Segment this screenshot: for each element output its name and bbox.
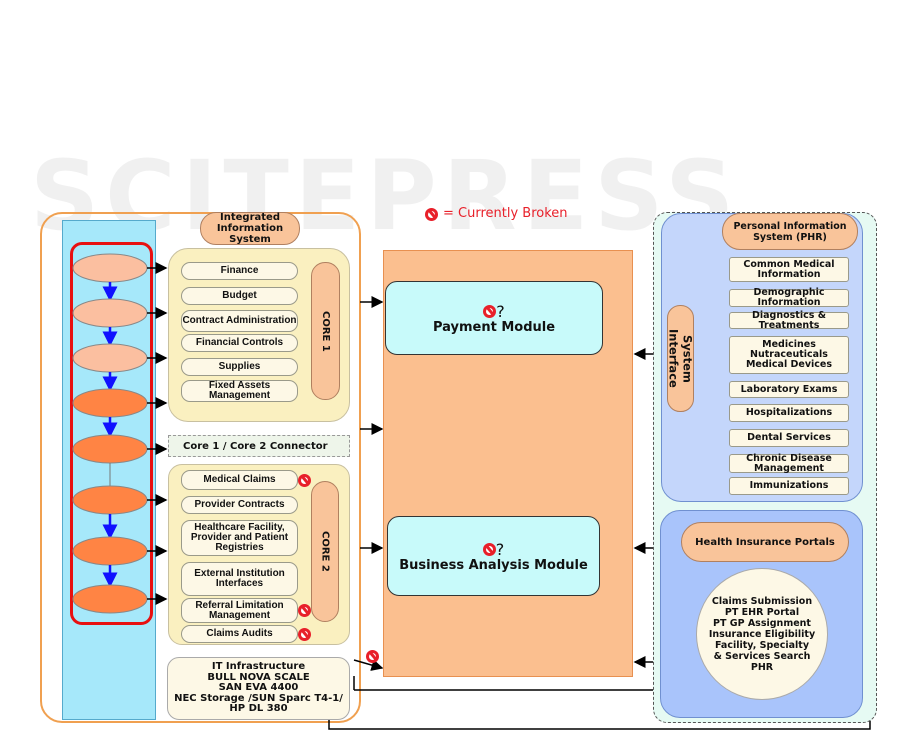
- payment-status: ?: [483, 301, 505, 321]
- core2-item-label: Medical Claims: [203, 474, 276, 485]
- phr-title: Personal Information System (PHR): [722, 213, 858, 250]
- core1-item-label: Supplies: [218, 361, 261, 372]
- phr-item-label: Dental Services: [747, 432, 831, 443]
- no-entry-icon: [298, 473, 311, 487]
- arrow-infra-to-central: [353, 659, 384, 671]
- phr-item-label: Common Medical Information: [743, 258, 835, 280]
- core2-label: CORE 2: [319, 531, 331, 572]
- core1-item-label: Finance: [220, 265, 259, 276]
- portal-service: & Services Search: [713, 650, 811, 662]
- phr-item-label: Medicines Nutraceuticals Medical Devices: [745, 339, 833, 370]
- phr-item: Diagnostics & Treatments: [729, 309, 849, 331]
- core1-item-label: Fixed Assets Management: [208, 380, 271, 401]
- legend-label: = Currently Broken: [443, 206, 568, 221]
- no-entry-icon: [298, 627, 311, 641]
- portal-service: PHR: [750, 661, 774, 673]
- process-step: [72, 343, 148, 373]
- portal-service: Insurance Eligibility: [708, 628, 816, 640]
- integrated-system-container: [40, 212, 361, 723]
- core2-item: External Institution Interfaces: [181, 562, 298, 596]
- core-connector: Core 1 / Core 2 Connector: [168, 435, 350, 457]
- process-step: [72, 388, 148, 418]
- core1-item: Finance: [181, 262, 298, 280]
- no-entry-icon: [298, 604, 311, 617]
- core1-label: CORE 1: [320, 310, 331, 352]
- process-step: [72, 536, 148, 566]
- integrated-system-title: Integrated Information System: [200, 212, 300, 245]
- process-step: [72, 485, 148, 515]
- core2-item-label: Provider Contracts: [194, 499, 285, 510]
- core2-item-label: External Institution Interfaces: [194, 568, 285, 589]
- phr-item: Dental Services: [729, 429, 849, 447]
- core2-item: Medical Claims: [181, 470, 298, 490]
- process-step: [72, 298, 148, 328]
- core1-label-pill: CORE 1: [311, 262, 340, 400]
- portal-service: Facility, Specialty: [714, 639, 810, 651]
- core1-item: Fixed Assets Management: [181, 380, 298, 402]
- portal-service: PT GP Assignment: [713, 617, 811, 629]
- no-entry-icon: [366, 650, 379, 663]
- portal-title: Health Insurance Portals: [681, 522, 849, 562]
- process-step: [72, 434, 148, 464]
- phr-item: Immunizations: [729, 477, 849, 495]
- system-interface-pill: System Interface: [666, 305, 695, 412]
- core1-item: Supplies: [181, 358, 298, 376]
- core1-item: Budget: [181, 287, 298, 305]
- infra-line: SAN EVA 4400: [218, 682, 299, 694]
- business-analysis-status: ?: [482, 539, 505, 559]
- core2-label-pill: CORE 2: [311, 481, 339, 622]
- phr-item-label: Hospitalizations: [745, 407, 833, 418]
- infra-line: NEC Storage /SUN Sparc T4-1/: [174, 692, 343, 704]
- core1-item-label: Budget: [222, 290, 257, 301]
- business-analysis-label: Business Analysis Module: [399, 557, 588, 573]
- process-outline: [70, 242, 153, 625]
- phr-item-label: Immunizations: [749, 480, 829, 491]
- core2-item: Claims Audits: [181, 625, 298, 643]
- core2-item-label: Healthcare Facility, Provider and Patien…: [190, 522, 289, 553]
- core1-item: Financial Controls: [181, 334, 298, 352]
- status-unknown: ?: [496, 301, 505, 321]
- payment-module[interactable]: ? Payment Module: [385, 281, 603, 355]
- infra-line: BULL NOVA SCALE: [207, 671, 310, 683]
- infra-line: HP DL 380: [229, 703, 288, 715]
- phr-item-label: Demographic Information: [753, 287, 825, 308]
- portal-service: Claims Submission: [711, 595, 813, 607]
- process-step: [72, 253, 148, 283]
- phr-item-label: Diagnostics & Treatments: [752, 309, 826, 331]
- phr-item: Common Medical Information: [729, 257, 849, 282]
- no-entry-icon: [425, 208, 438, 221]
- business-analysis-module[interactable]: ? Business Analysis Module: [387, 516, 600, 596]
- phr-item-label: Laboratory Exams: [740, 383, 838, 395]
- infra-line: IT Infrastructure: [211, 661, 306, 673]
- process-step: [72, 584, 148, 614]
- system-interface-label: System Interface: [666, 329, 695, 388]
- no-entry-icon: [483, 304, 497, 318]
- phr-item-label: Chronic Disease Management: [746, 452, 832, 474]
- phr-item: Hospitalizations: [729, 404, 849, 422]
- core2-item: Healthcare Facility, Provider and Patien…: [181, 520, 298, 556]
- phr-item: Medicines Nutraceuticals Medical Devices: [729, 336, 849, 374]
- core1-item: Contract Administration: [181, 310, 298, 332]
- core1-item-label: Financial Controls: [195, 337, 284, 348]
- portal-service: PT EHR Portal: [724, 606, 800, 618]
- core2-item-label: Claims Audits: [206, 628, 273, 639]
- core1-item-label: Contract Administration: [182, 315, 297, 326]
- core2-item: Provider Contracts: [181, 496, 298, 514]
- no-entry-icon: [482, 542, 496, 556]
- payment-module-label: Payment Module: [432, 319, 556, 335]
- status-unknown: ?: [495, 539, 505, 559]
- core2-item: Referral Limitation Management: [181, 598, 298, 623]
- core2-item-label: Referral Limitation Management: [195, 599, 284, 621]
- phr-item: Demographic Information: [729, 287, 849, 308]
- phr-item: Chronic Disease Management: [729, 452, 849, 474]
- phr-item: Laboratory Exams: [729, 381, 849, 398]
